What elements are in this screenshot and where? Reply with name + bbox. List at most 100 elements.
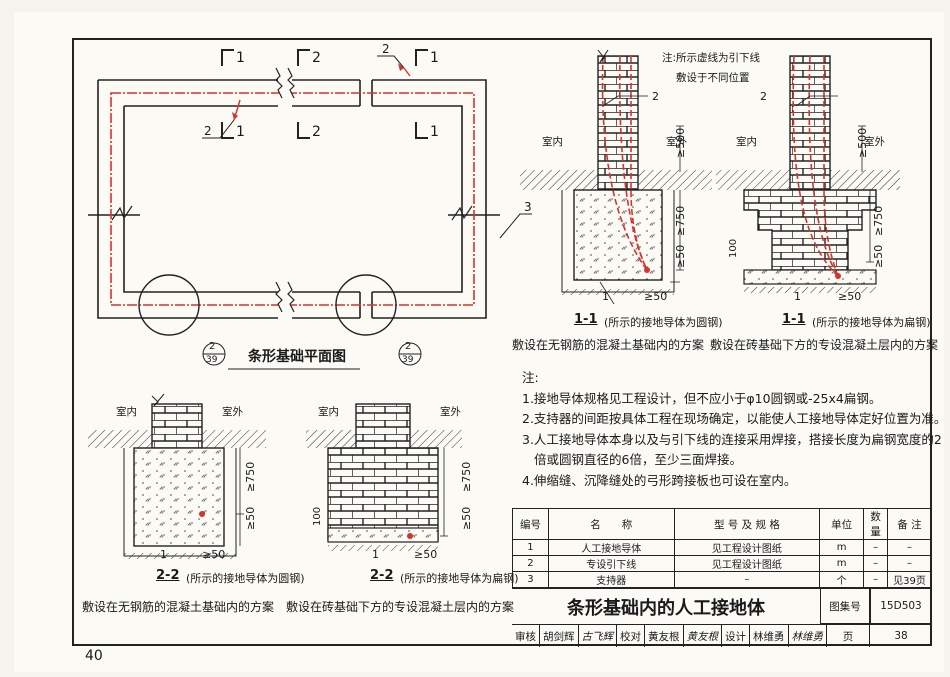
dim-50: ≥50 (460, 506, 473, 530)
design-name: 林维勇 (750, 625, 789, 647)
table-cell: 个 (819, 571, 865, 588)
note-dashed-2: 敷设于不同位置 (676, 72, 750, 84)
dim-50: ≥50 (244, 506, 257, 530)
table-row: 3 支持器 – 个 – 见39页 (512, 571, 932, 588)
drawing-title: 条形基础内的人工接地体 (512, 588, 821, 625)
note-item: 倍或圆钢直径的6倍，至少三面焊接。 (534, 452, 742, 467)
table-cell: 见39页 (887, 571, 932, 588)
detail-index-num: 2 (209, 341, 216, 352)
section-mark: 1 (236, 50, 245, 66)
scheme-label: 敷设在无钢筋的混凝土基础内的方案 (512, 338, 705, 352)
table-cell: m (819, 555, 865, 572)
table-header: 名 称 (547, 508, 675, 540)
table-cell: – (863, 555, 889, 572)
table-cell: – (673, 571, 821, 588)
table-header: 型 号 及 规 格 (673, 508, 821, 540)
detail-index-num: 2 (405, 341, 412, 352)
review-signature: 古飞辉 (579, 625, 617, 647)
outdoor-label: 室外 (440, 406, 461, 418)
page-value: 38 (894, 630, 908, 642)
design-label: 设计 (722, 625, 750, 647)
table-cell: – (863, 571, 889, 588)
section-code: 1-1 (782, 312, 806, 327)
table-header: 数量 (863, 508, 889, 540)
signature-row: 审核 胡剑辉 古飞辉 校对 黄友根 黄友根 设计 林维勇 林维勇 页 38 (512, 624, 932, 647)
scheme-label: 敷设在无钢筋的混凝土基础内的方案 (82, 600, 275, 614)
review-label: 审核 (512, 625, 540, 647)
callout-label: 2 (204, 124, 212, 138)
detail-index-sheet: 39 (206, 355, 218, 365)
drawing-frame (72, 38, 932, 646)
plan-break-marks (111, 67, 473, 326)
review-name: 胡剑辉 (540, 625, 579, 647)
table-header-row: 编号 名 称 型 号 及 规 格 单位 数量 备 注 (512, 508, 932, 540)
section-mark: 1 (430, 124, 439, 140)
section-code: 2-2 (370, 568, 394, 583)
indoor-label: 室内 (116, 406, 137, 418)
section22-left (88, 393, 266, 559)
section-code: 2-2 (156, 568, 180, 583)
dim-750: ≥750 (872, 205, 885, 236)
table-cell: – (863, 539, 889, 556)
dim-b50: ≥50 (202, 548, 226, 561)
section-caption: (所示的接地导体为圆钢) (186, 572, 305, 585)
section22-right (306, 403, 462, 551)
scheme-label: 敷设在砖基础下方的专设混凝土层内的方案 (710, 338, 939, 352)
dim-750: ≥750 (674, 205, 687, 236)
atlas-number: 15D503 (870, 588, 932, 624)
dim-b50: ≥50 (838, 290, 862, 303)
callout-label: 2 (382, 42, 390, 56)
table-row: 1 人工接地导体 见工程设计图纸 m – – (512, 539, 932, 556)
outdoor-label: 室外 (864, 136, 885, 148)
notes-heading: 注: (522, 370, 539, 385)
indoor-label: 室内 (542, 136, 563, 148)
note-item: 1.接地导体规格见工程设计，但不应小于φ10圆钢或-25x4扁钢。 (522, 390, 882, 406)
callout-label: 1 (794, 290, 801, 303)
general-notes: 注: 1.接地导体规格见工程设计，但不应小于φ10圆钢或-25x4扁钢。 2.支… (522, 368, 946, 491)
check-name: 黄友根 (645, 625, 684, 647)
table-cell: – (887, 539, 932, 556)
title-block: 条形基础内的人工接地体 图集号 15D503 审核 胡剑辉 古飞辉 校对 黄友根… (512, 588, 932, 647)
table-cell: 支持器 (547, 571, 675, 588)
indoor-label: 室内 (736, 136, 757, 148)
atlas-label: 图集号 (820, 588, 870, 624)
dim-750: ≥750 (244, 461, 257, 492)
dim-100: 100 (728, 238, 739, 258)
dim-100: 100 (312, 506, 323, 526)
section-code: 1-1 (574, 312, 598, 327)
dim-500: ≥500 (856, 127, 869, 158)
plan-title: 条形基础平面图 (248, 349, 346, 365)
check-label: 校对 (617, 625, 645, 647)
callout-label: 2 (652, 90, 659, 103)
dim-750: ≥750 (460, 461, 473, 492)
table-header: 备 注 (887, 508, 932, 540)
section-mark: 2 (312, 50, 321, 66)
material-table: 编号 名 称 型 号 及 规 格 单位 数量 备 注 1 人工接地导体 见工程设… (512, 508, 932, 588)
dim-50: ≥50 (872, 244, 885, 268)
outdoor-label: 室外 (666, 136, 687, 148)
section-mark: 1 (430, 50, 439, 66)
note-dashed: 注:所示虚线为引下线 (662, 52, 761, 64)
outdoor-label: 室外 (222, 406, 243, 418)
dim-50: ≥50 (674, 244, 687, 268)
section-caption: (所示的接地导体为扁钢) (812, 316, 931, 329)
section-mark: 1 (236, 124, 245, 140)
design-signature: 林维勇 (789, 625, 827, 647)
section-mark: 2 (312, 124, 321, 140)
page-number: 40 (85, 648, 103, 664)
table-cell: – (887, 555, 932, 572)
table-cell: 见工程设计图纸 (673, 555, 821, 572)
table-header: 单位 (819, 508, 865, 540)
table-cell: 2 (512, 555, 549, 572)
callout-label: 1 (372, 548, 379, 561)
section11-left (520, 49, 712, 305)
table-cell: 专设引下线 (547, 555, 675, 572)
callout-label: 1 (602, 290, 609, 303)
callout-label: 1 (160, 548, 167, 561)
callout-label: 3 (524, 200, 532, 214)
indoor-label: 室内 (318, 406, 339, 418)
check-signature: 黄友根 (684, 625, 722, 647)
note-item: 2.支持器的间距按具体工程在现场确定，以能使人工接地导体定好位置为准。 (522, 411, 947, 426)
section-caption: (所示的接地导体为扁钢) (400, 572, 519, 585)
